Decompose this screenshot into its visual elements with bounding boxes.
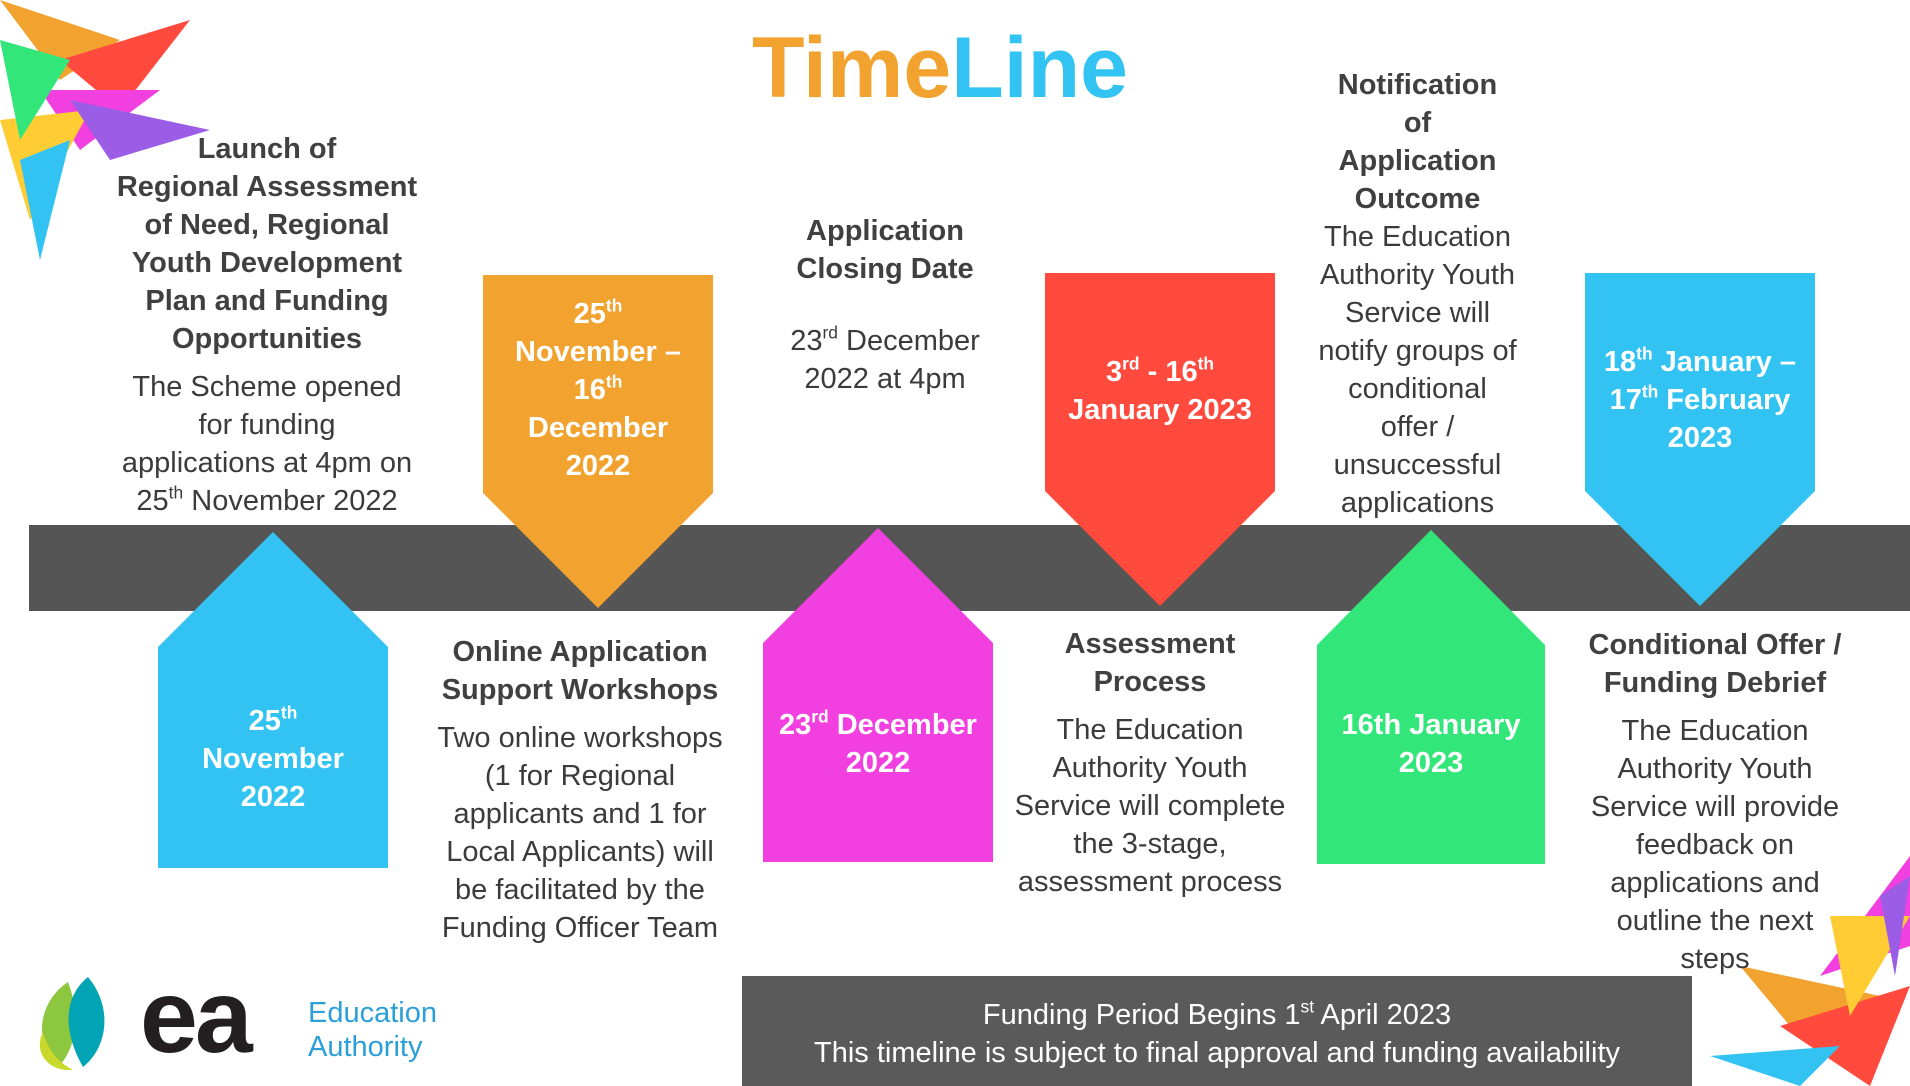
timeline-band: [29, 525, 1910, 611]
milestone-6-arrow-shape: [1585, 273, 1815, 606]
page-title: TimeLine: [0, 18, 1880, 118]
decorative-starburst-bottom-right: [1710, 856, 1910, 1086]
logo-name-line1: Education: [308, 997, 437, 1029]
education-authority-logo: ea Education Authority: [28, 959, 448, 1075]
decorative-starburst-top-left: [0, 0, 210, 260]
title-part-line: Line: [951, 20, 1128, 116]
footer-funding-period: Funding Period Begins 1st April 2023: [982, 996, 1452, 1031]
milestone-1-arrow-shape: [158, 532, 388, 868]
milestone-5-arrow-shape: [1317, 530, 1545, 864]
footer-disclaimer: This timeline is subject to final approv…: [814, 1037, 1620, 1069]
milestone-2-arrow-shape: [483, 275, 713, 608]
milestone-3-arrow-shape: [763, 528, 993, 862]
milestone-4-arrow-shape: [1045, 273, 1275, 606]
logo-mark: ea: [140, 959, 253, 1075]
logo-name: Education Authority: [308, 996, 437, 1064]
logo-name-line2: Authority: [308, 1031, 423, 1063]
milestone-6-callout: Conditional Offer /Funding Debrief The E…: [1565, 626, 1865, 978]
title-part-time: Time: [752, 20, 952, 116]
leaf-logo-icon: [39, 977, 105, 1071]
milestone-6-heading: Conditional Offer /Funding Debrief: [1588, 629, 1842, 699]
footer-banner: Funding Period Begins 1st April 2023 Thi…: [742, 976, 1692, 1086]
